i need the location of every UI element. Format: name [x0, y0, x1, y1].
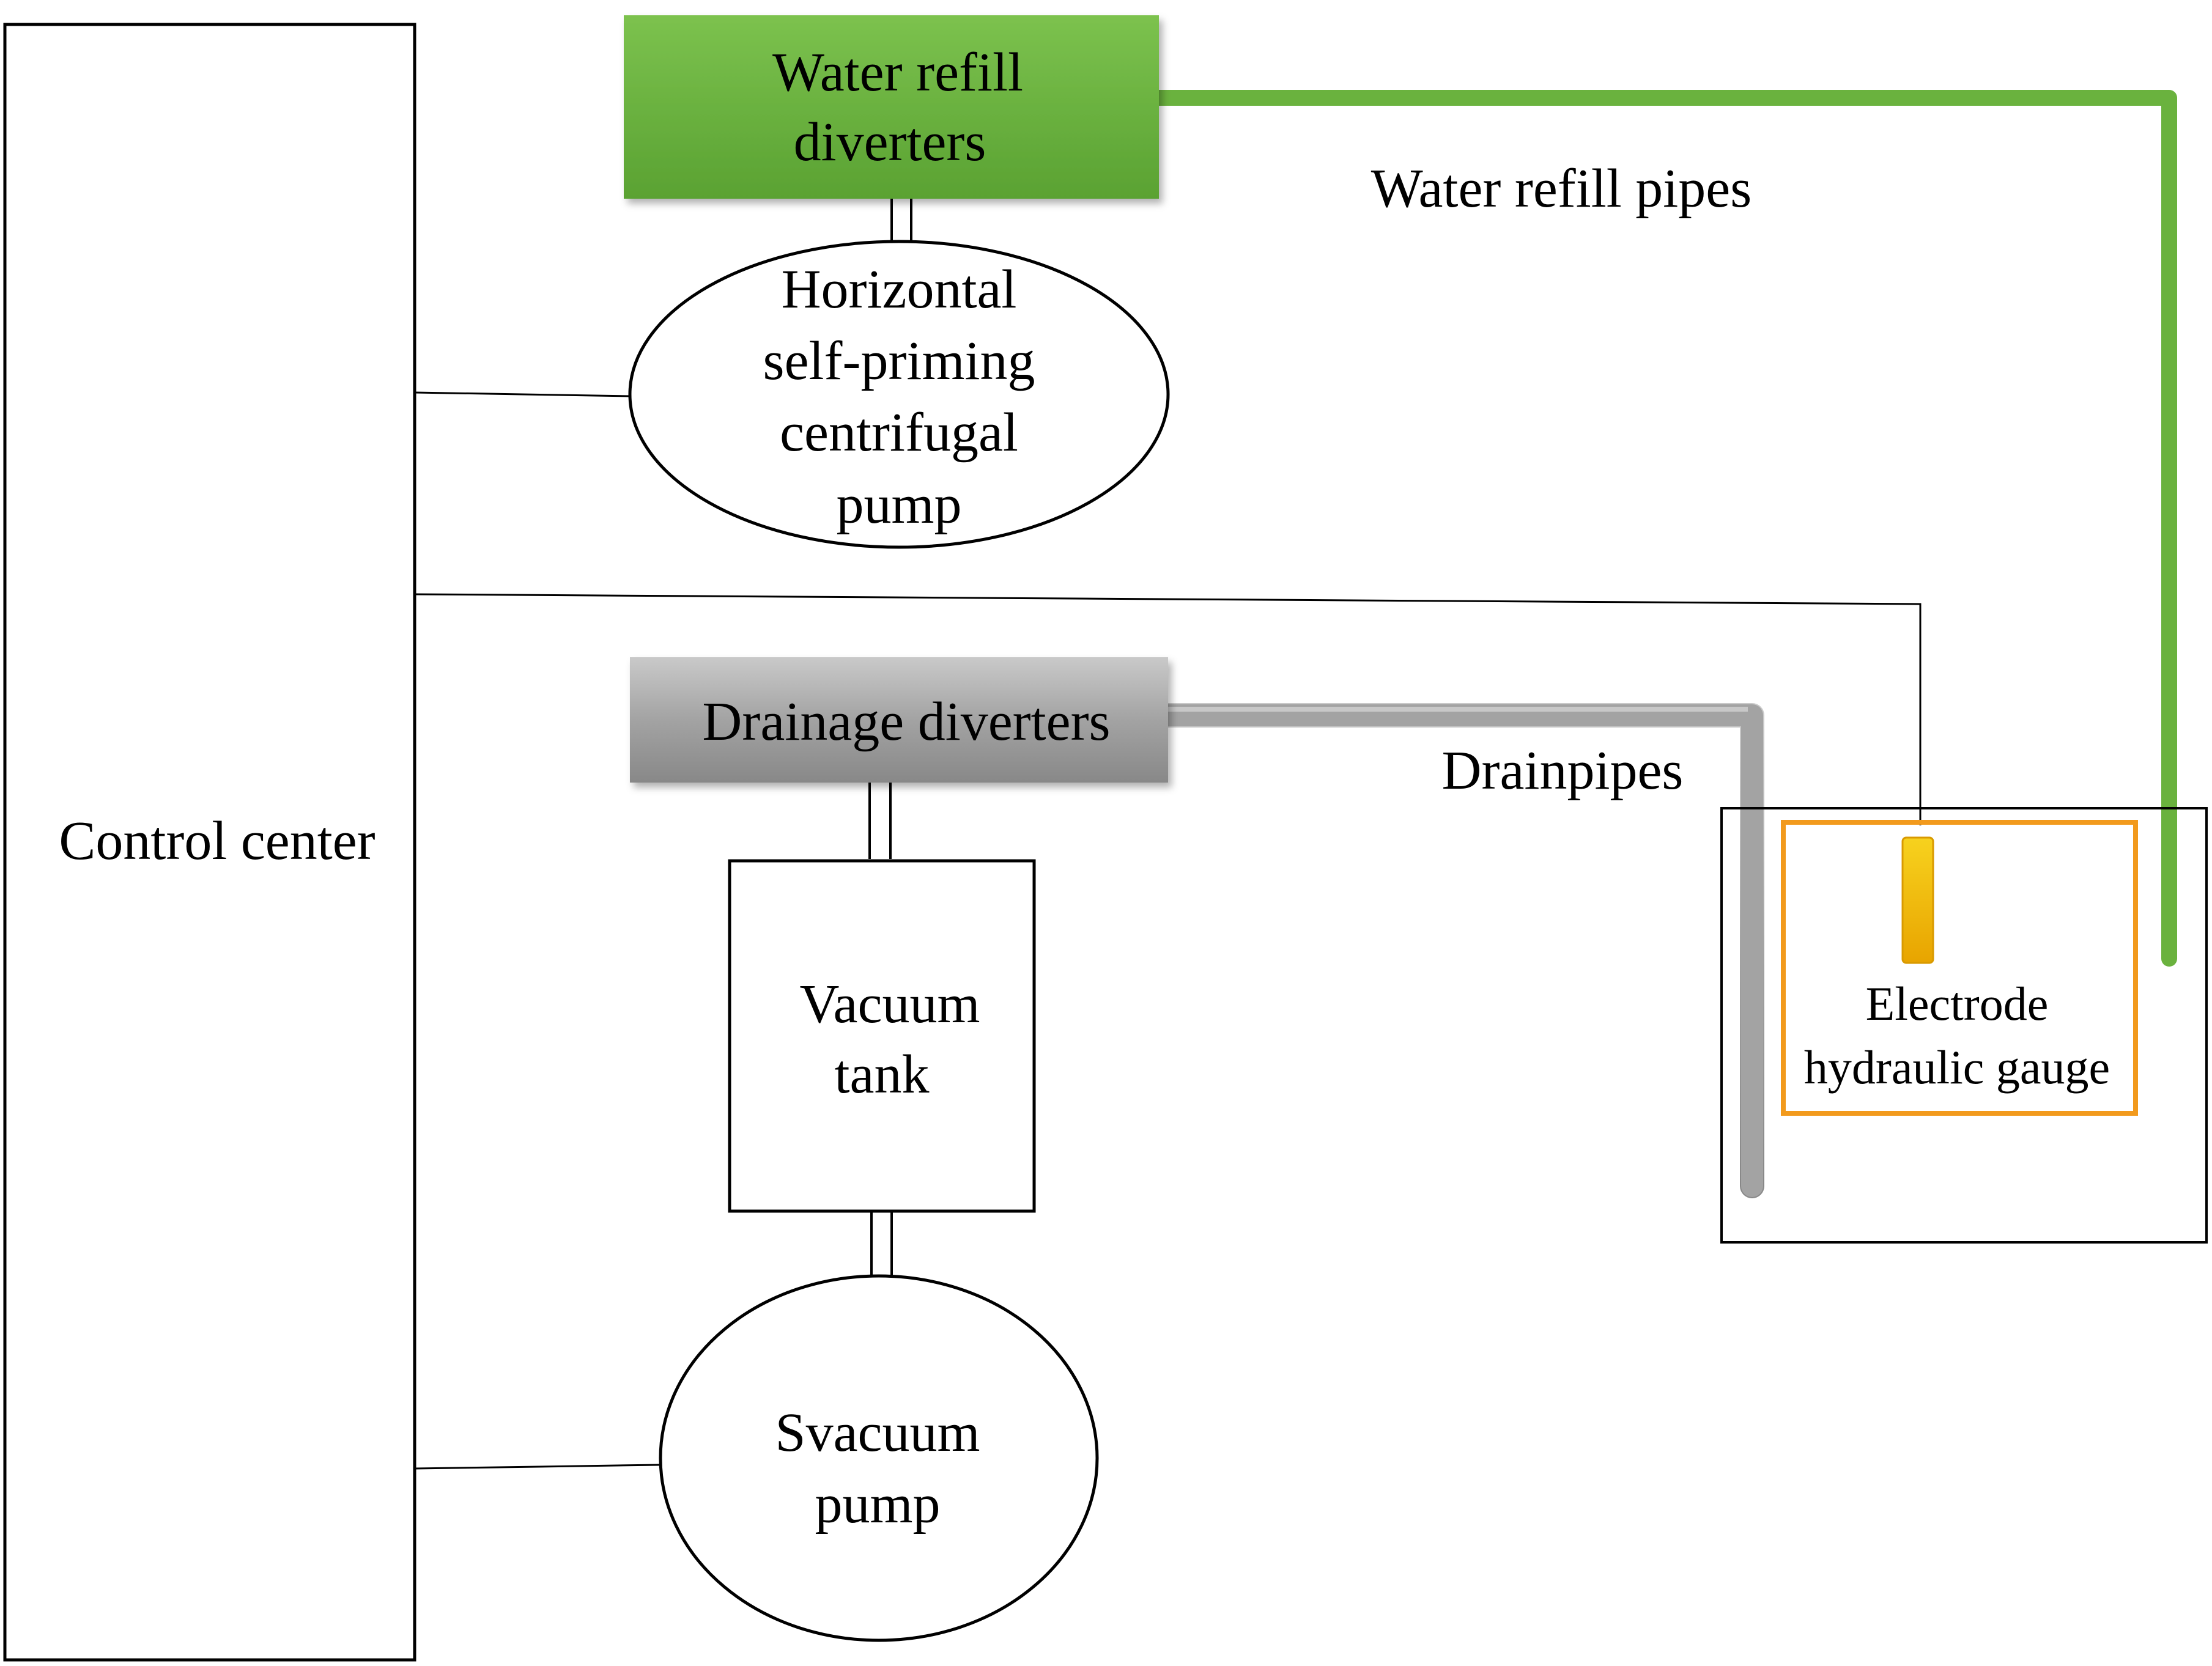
electrode-gauge-label-line2: hydraulic gauge — [1804, 1041, 2110, 1094]
centrifugal-pump-label-line1: Horizontal — [782, 259, 1017, 320]
vacuum-pump-label-line2: pump — [815, 1474, 940, 1535]
water-tank-box — [1720, 807, 2208, 1244]
control-wires — [414, 391, 1922, 1470]
vacuum-tank: Vacuum tank — [728, 859, 1036, 1213]
electrode — [1901, 836, 1934, 964]
wire-to-centrifugal-pump — [414, 391, 631, 397]
control-center: Control center — [3, 23, 416, 1662]
water-refill-diverters: Water refill diverters — [624, 15, 1159, 199]
centrifugal-pump-label-line4: pump — [836, 474, 961, 535]
vacuum-tank-label-line2: tank — [835, 1044, 930, 1105]
connector-tank-pump — [870, 1211, 893, 1287]
centrifugal-pump-label-line3: centrifugal — [780, 402, 1018, 463]
vacuum-pump-label-line1: Svacuum — [775, 1402, 980, 1463]
water-refill-diverters-label-line2: diverters — [794, 112, 986, 172]
vacuum-tank-label-line1: Vacuum — [800, 974, 980, 1034]
centrifugal-pump-label-line2: self-priming — [763, 331, 1035, 391]
wire-to-electrode-gauge — [414, 593, 1922, 825]
drainpipe — [1156, 703, 1764, 1198]
drainage-diverters: Drainage diverters — [630, 657, 1168, 783]
control-center-label: Control center — [59, 811, 375, 871]
connector-diverters-pump — [890, 199, 912, 243]
water-refill-pipe — [1151, 90, 2177, 967]
water-refill-diverters-label-line1: Water refill — [772, 42, 1023, 103]
drainage-diverters-label: Drainage diverters — [702, 691, 1110, 752]
connector-diverters-tank — [868, 783, 892, 859]
drainpipes-label: Drainpipes — [1442, 740, 1684, 801]
electrode-hydraulic-gauge: Electrode hydraulic gauge — [1781, 820, 2138, 1116]
centrifugal-pump: Horizontal self-priming centrifugal pump — [628, 240, 1170, 549]
electrode-gauge-label-line1: Electrode — [1866, 977, 2049, 1030]
wire-to-vacuum-pump — [414, 1464, 660, 1470]
vacuum-pump: Svacuum pump — [659, 1274, 1099, 1642]
water-refill-pipes-label: Water refill pipes — [1371, 158, 1752, 219]
